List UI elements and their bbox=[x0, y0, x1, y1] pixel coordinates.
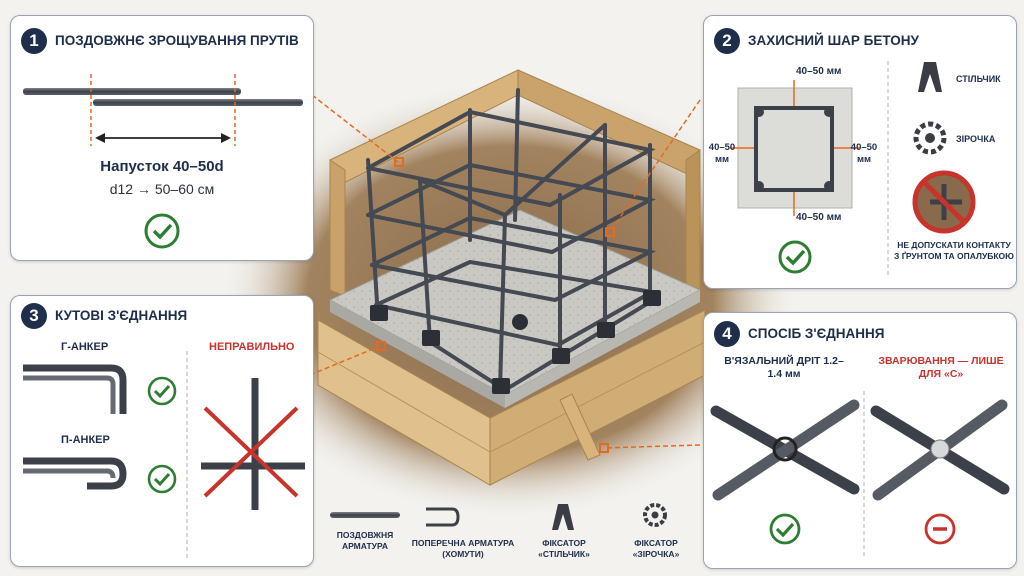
tie-wire-label: В'ЯЗАЛЬНИЙ ДРІТ 1.2–1.4 мм bbox=[724, 355, 844, 380]
check-icon bbox=[147, 464, 177, 494]
panel-title: КУТОВІ З'ЄДНАННЯ bbox=[55, 308, 188, 323]
star-spacer-icon bbox=[913, 121, 947, 155]
check-icon bbox=[144, 213, 180, 249]
check-icon bbox=[769, 513, 801, 545]
minus-icon bbox=[924, 513, 956, 545]
panel-concrete-cover: 2 ЗАХИСНИЙ ШАР БЕТОНУ 40–50 мм 40–50 мм … bbox=[703, 15, 1017, 289]
cover-left-label: 40–50 мм bbox=[708, 142, 736, 165]
panel-number-badge: 1 bbox=[21, 28, 47, 54]
lap-example-label: d12 → 50–60 см bbox=[109, 181, 215, 197]
star-label: ЗІРОЧКА bbox=[956, 134, 996, 144]
panel-corner-joints: 3 КУТОВІ З'ЄДНАННЯ Г-АНКЕР НЕПРАВИЛЬНО П… bbox=[10, 295, 314, 567]
panel-lap-splice: 1 ПОЗДОВЖНЄ ЗРОЩУВАННЯ ПРУТІВ Напусток 4… bbox=[10, 15, 314, 261]
panel-number-badge: 4 bbox=[714, 321, 740, 347]
cover-section-diagram bbox=[730, 61, 889, 278]
legend-item-label: ФІКСАТОР «ЗІРОЧКА» bbox=[632, 538, 680, 559]
lap-splice-diagram bbox=[23, 74, 303, 146]
warning-label: НЕ ДОПУСКАТИ КОНТАКТУ З ҐРУНТОМ ТА ОПАЛУ… bbox=[894, 240, 1014, 261]
cover-top-label: 40–50 мм bbox=[796, 66, 842, 77]
rebar-cage bbox=[366, 88, 658, 393]
rebar-bar-icon bbox=[330, 512, 400, 518]
welding-label: ЗВАРЮВАННЯ — ЛИШЕ ДЛЯ «С» bbox=[878, 355, 1004, 380]
panel-title: ЗАХИСНИЙ ШАР БЕТОНУ bbox=[748, 33, 919, 48]
panel-number-badge: 2 bbox=[714, 28, 740, 54]
chair-spacer-icon bbox=[552, 504, 574, 530]
cover-bottom-label: 40–50 мм bbox=[796, 212, 842, 223]
legend-item-label: ПОПЕРЕЧНА АРМАТУРА (ХОМУТИ) bbox=[411, 538, 515, 559]
panel-number-badge: 3 bbox=[21, 303, 47, 329]
prohibited-contact-icon bbox=[912, 170, 976, 234]
stirrup-icon bbox=[426, 507, 460, 527]
check-icon bbox=[778, 240, 812, 274]
wrong-label: НЕПРАВИЛЬНО bbox=[209, 341, 295, 353]
corner-joints-diagram bbox=[23, 351, 305, 558]
star-spacer-icon bbox=[643, 503, 667, 527]
lap-length-label: Напусток 40–50d bbox=[100, 158, 224, 175]
leader-lines bbox=[309, 94, 701, 449]
panel-title: СПОСІБ З'ЄДНАННЯ bbox=[748, 326, 885, 341]
legend-item-label: ФІКСАТОР «СТІЛЬЧИК» bbox=[538, 538, 590, 559]
check-icon bbox=[147, 376, 177, 406]
chair-label: СТІЛЬЧИК bbox=[956, 74, 1001, 84]
legend-item-label: ПОЗДОВЖНЯ АРМАТУРА bbox=[336, 530, 394, 551]
panel-title: ПОЗДОВЖНЄ ЗРОЩУВАННЯ ПРУТІВ bbox=[55, 33, 299, 48]
panel-connection-method: 4 СПОСІБ З'ЄДНАННЯ В'ЯЗАЛЬНИЙ ДРІТ 1.2–1… bbox=[703, 312, 1017, 569]
p-anchor-label: П-АНКЕР bbox=[61, 434, 110, 446]
g-anchor-label: Г-АНКЕР bbox=[61, 341, 109, 353]
connection-diagram bbox=[710, 391, 1010, 558]
chair-spacer-icon bbox=[918, 62, 942, 92]
cover-right-label: 40–50 мм bbox=[850, 142, 878, 165]
